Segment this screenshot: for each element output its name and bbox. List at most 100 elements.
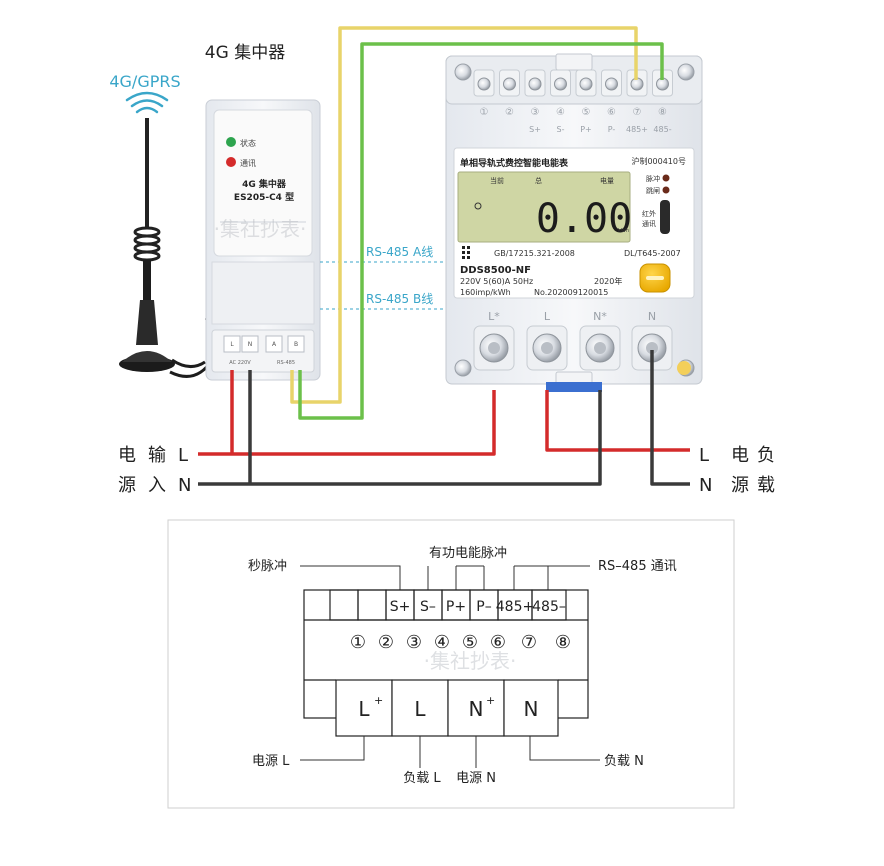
meter-standard: GB/17215.321-2008 xyxy=(494,249,575,258)
meter-serial: No.202009120015 xyxy=(534,288,608,297)
wire-green xyxy=(298,42,664,420)
meter-terminal-label: P- xyxy=(608,125,616,134)
meter-year: 2020年 xyxy=(594,276,622,286)
meter-terminal-label: P+ xyxy=(580,125,592,134)
meter-terminal-label: S+ xyxy=(529,125,541,134)
label-left-l: L xyxy=(178,445,188,466)
schematic-terminal-number: ⑦ xyxy=(521,632,537,653)
schematic-power-sup: + xyxy=(486,694,495,707)
wire-yellow xyxy=(290,26,638,404)
schematic-power-label: L xyxy=(414,697,426,721)
schematic-terminal-number: ③ xyxy=(406,632,422,653)
callout-rs485: RS–485 通讯 xyxy=(598,559,677,574)
concentrator-terminal-label: N xyxy=(248,341,253,348)
meter-imp: 160imp/kWh xyxy=(460,288,511,297)
screw-icon xyxy=(528,77,542,91)
lcd-value: 0.00 xyxy=(536,196,632,242)
schematic-terminal-label: S– xyxy=(420,599,436,615)
meter-terminal-number: ① xyxy=(480,107,489,118)
schematic-terminal-number: ④ xyxy=(434,632,450,653)
wire-black-source-n xyxy=(198,390,602,486)
rs485-a-label: RS-485 A线 xyxy=(366,245,433,259)
screw-icon xyxy=(554,77,567,91)
label-input-2: 入 xyxy=(148,475,166,496)
callout-source-l: 电源 L xyxy=(252,754,290,769)
concentrator-terminal xyxy=(265,335,283,353)
callout-second-pulse: 秒脉冲 xyxy=(248,559,287,574)
callout-source-n: 电源 N xyxy=(456,771,496,786)
wire-black-load-n xyxy=(650,350,690,486)
meter-terminal-label: 485- xyxy=(653,125,671,134)
concentrator-terminal-label: L xyxy=(230,341,234,348)
meter-terminal-number: ⑥ xyxy=(607,107,616,118)
label-load-1: 电 xyxy=(731,445,749,466)
meter-bottom-terminal-label: N* xyxy=(593,310,607,323)
concentrator-title: 4G 集中器 xyxy=(205,43,285,63)
schematic-terminal-number: ⑤ xyxy=(462,632,478,653)
comm-led xyxy=(226,157,236,167)
schematic-power-terminal xyxy=(335,679,393,737)
screw-head xyxy=(488,342,500,354)
schematic-power-terminal xyxy=(391,679,449,737)
schematic-terminal-label: S+ xyxy=(390,599,411,615)
label-right-l: L xyxy=(699,445,709,466)
concentrator-terminal-sub: AC 220V xyxy=(229,360,251,366)
load-output-labels: L N 电 源 负 载 xyxy=(699,445,775,496)
concentrator-model-line2: ES205-C4 型 xyxy=(234,191,294,203)
callout-active-pulse: 有功电能脉冲 xyxy=(429,546,507,561)
meter-spec: 220V 5(60)A 50Hz xyxy=(460,277,533,286)
meter-cert: 沪制000410号 xyxy=(631,156,686,166)
concentrator-model-line1: 4G 集中器 xyxy=(242,178,287,190)
meter-terminal-number: ② xyxy=(505,107,514,118)
label-load-4: 载 xyxy=(757,475,775,496)
label-left-n: N xyxy=(178,475,191,496)
trip-led xyxy=(662,186,670,194)
schematic-terminal-number: ① xyxy=(350,632,366,653)
ir-label2: 通讯 xyxy=(642,219,656,228)
trip-label: 跳闸 xyxy=(646,186,660,195)
schematic-power-sup: + xyxy=(374,694,383,707)
concentrator-terminal xyxy=(287,335,305,353)
schematic-terminal-label: P+ xyxy=(446,599,466,615)
schematic-power-terminal xyxy=(503,679,559,737)
schematic-terminal-number: ⑧ xyxy=(555,632,571,653)
rs485-b-label: RS-485 B线 xyxy=(366,292,433,306)
meter-bottom-terminal-label: L* xyxy=(488,310,500,323)
schematic-power-label: L xyxy=(358,697,370,721)
schematic-terminal-label: P– xyxy=(476,599,491,615)
label-source-2: 源 xyxy=(118,475,136,496)
meter-bottom-terminal-label: N xyxy=(648,310,656,323)
meter-model: DDS8500-NF xyxy=(460,265,531,276)
watermark-bottom: ·集社抄表· xyxy=(424,649,517,673)
source-input-labels: 电 源 输 入 L N xyxy=(118,445,191,496)
callout-load-l: 负载 L xyxy=(403,771,441,786)
schematic-terminal-number: ⑥ xyxy=(490,632,506,653)
watermark-top: ·集社抄表· xyxy=(214,217,307,241)
gprs-label: 4G/GPRS xyxy=(109,72,180,91)
meter-terminal-label: 485+ xyxy=(626,125,648,134)
antenna: 4G/GPRS xyxy=(109,72,216,378)
schematic-terminal-row: S+S–P+P–485+485– xyxy=(304,589,588,621)
meter-terminal-label: S- xyxy=(557,125,565,134)
status-label: 状态 xyxy=(240,138,256,148)
lcd-screen xyxy=(457,171,631,243)
seal-icon xyxy=(677,361,691,375)
concentrator-terminal xyxy=(241,335,259,353)
wire-red-load-l xyxy=(545,390,690,452)
meter-terminal-number: ③ xyxy=(531,107,540,118)
ir-label1: 红外 xyxy=(642,209,656,218)
schematic-power-terminal xyxy=(447,679,505,737)
meter-terminal-number: ⑤ xyxy=(582,107,591,118)
rs485-guides: RS-485 A线 RS-485 B线 xyxy=(320,245,446,310)
schematic-terminal-label: 485– xyxy=(532,599,566,615)
screw-head xyxy=(541,342,553,354)
schematic-power-label: N xyxy=(524,697,539,721)
lcd-right-label: 电量 xyxy=(600,176,614,185)
schematic-terminal-number: ② xyxy=(378,632,394,653)
